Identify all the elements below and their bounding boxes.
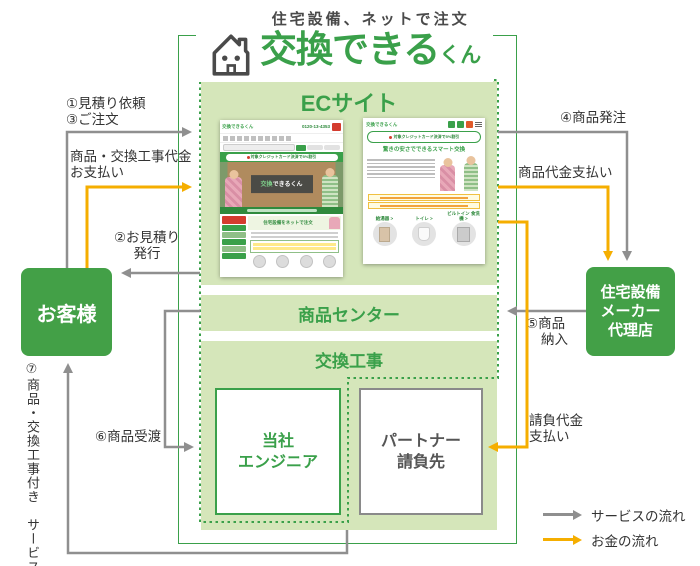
card-icon [246,155,250,159]
hero-logo-box: 交換できるくん [250,174,313,193]
engineer-line1: 当社 [261,432,294,450]
category-row: 給湯器 > トイレ > ビルトイン 食洗機 > [363,210,485,246]
customer-box: お客様 [21,268,112,356]
hero-image: 交換できるくん [220,162,343,207]
partner-line1: パートナー [380,432,461,450]
brand-logo: 住宅設備、ネットで注文 交換できるくん [196,6,494,82]
campaign-icon [466,121,473,128]
product-center-panel: 商品センター [201,295,497,331]
yellow-arrow-icon [543,534,582,545]
site-body [363,153,485,193]
maker-line2: メーカー [600,303,661,320]
maker-line3: 代理店 [607,322,653,339]
leaf-icon [457,121,464,128]
site-lower-section: 住宅設備をネットで注文 [220,214,343,270]
person-right [322,175,338,207]
category-water-heater: 給湯器 > [366,211,403,246]
customer-label: お客様 [36,303,97,326]
house-icon [212,34,250,76]
notice-bar [368,194,480,201]
label-product-order: ④商品発注 [560,110,627,125]
category-icon-row [220,133,343,143]
promo-text: 対象クレジットカード決済で5%割引 [393,134,460,139]
ec-site-screenshot-mobile: 交換できるくん 対象クレジットカード決済で5%割引 驚きの安さでできるスマート交… [363,118,485,264]
search-button [296,144,306,151]
person-thumb [329,217,340,229]
chart-icon [448,121,455,128]
notice-bar [368,202,480,209]
label-quote-issue: ②お見積り発行 [113,230,181,261]
gray-arrow-icon [543,509,582,520]
person-left [225,177,242,207]
legend: サービスの流れ お金の流れ [543,502,686,552]
site-header: 交換できるくん [363,118,485,131]
partner-line2: 請負先 [396,453,445,471]
maker-agency-box: 住宅設備 メーカー 代理店 [586,267,675,356]
site-header: 交換できるくん 0120-13-4353 [220,120,343,133]
sidebar-menu [222,216,246,268]
engineer-line2: エンジニア [237,453,318,471]
label-service-provision: ⑦商品・交換工事付き サービスの提供 [25,362,40,566]
hamburger-menu-icon [475,121,482,128]
promo-text: 対象クレジットカード決済で5%割引 [250,154,317,159]
label-product-delivery: ⑤商品納入 [526,316,568,347]
label-product-handover: ⑥商品受渡 [95,429,162,444]
promo-banner: 対象クレジットカード決済で5%割引 [367,131,481,143]
toilet-image [412,222,436,246]
hero-logo: 交換できるくん [260,182,303,189]
notice-box [250,240,339,253]
site-logo: 交換できるくん [366,121,398,127]
product-center-title: 商品センター [298,305,400,325]
person-right [464,163,478,191]
card-icon [388,135,392,139]
site-logo: 交換できるくん [222,123,254,129]
replacement-work-title: 交換工事 [315,352,383,371]
category-toilet: トイレ > [406,211,443,246]
logo-tagline: 住宅設備、ネットで注文 [271,11,470,28]
search-input [223,144,295,151]
label-product-payment: 商品代金支払い [518,165,613,180]
site-phone-number: 0120-13-4353 [301,124,330,129]
legend-money-flow: お金の流れ [543,527,686,552]
arrow-product-order [498,130,632,261]
nav-tab [324,145,340,150]
label-work-payment: 商品・交換工事代金お支払い [70,149,192,180]
dishwasher-image [451,222,476,246]
search-row [220,143,343,152]
label-contract-payment: 請負代金支払い [529,413,583,444]
company-engineer-box: 当社 エンジニア [215,388,341,515]
cart-button [332,122,341,131]
promo-banner: 対象クレジットカード決済で5%割引 [220,152,343,162]
ec-site-title: ECサイト [300,91,398,116]
hero-caption-strip [220,207,343,214]
category-dishwasher: ビルトイン 食洗機 > [445,211,482,246]
ec-site-screenshot-desktop: 交換できるくん 0120-13-4353 対象クレジットカード決済で5%割引 交… [220,120,343,277]
person-left [440,165,455,191]
water-heater-image [372,222,397,246]
logo-brand: 交換できるくん [260,29,482,70]
site-headline: 驚きの安さでできるスマート交換 [382,147,466,153]
legend-service-flow: サービスの流れ [543,502,686,527]
partner-contractor-box: パートナー 請負先 [359,388,483,515]
product-circles [248,255,341,268]
maker-line1: 住宅設備 [600,284,661,301]
section-heading: 住宅設備をネットで注文 [263,220,313,225]
body-text-lines [366,155,436,191]
people-photo [436,155,482,191]
nav-tab [307,145,323,150]
